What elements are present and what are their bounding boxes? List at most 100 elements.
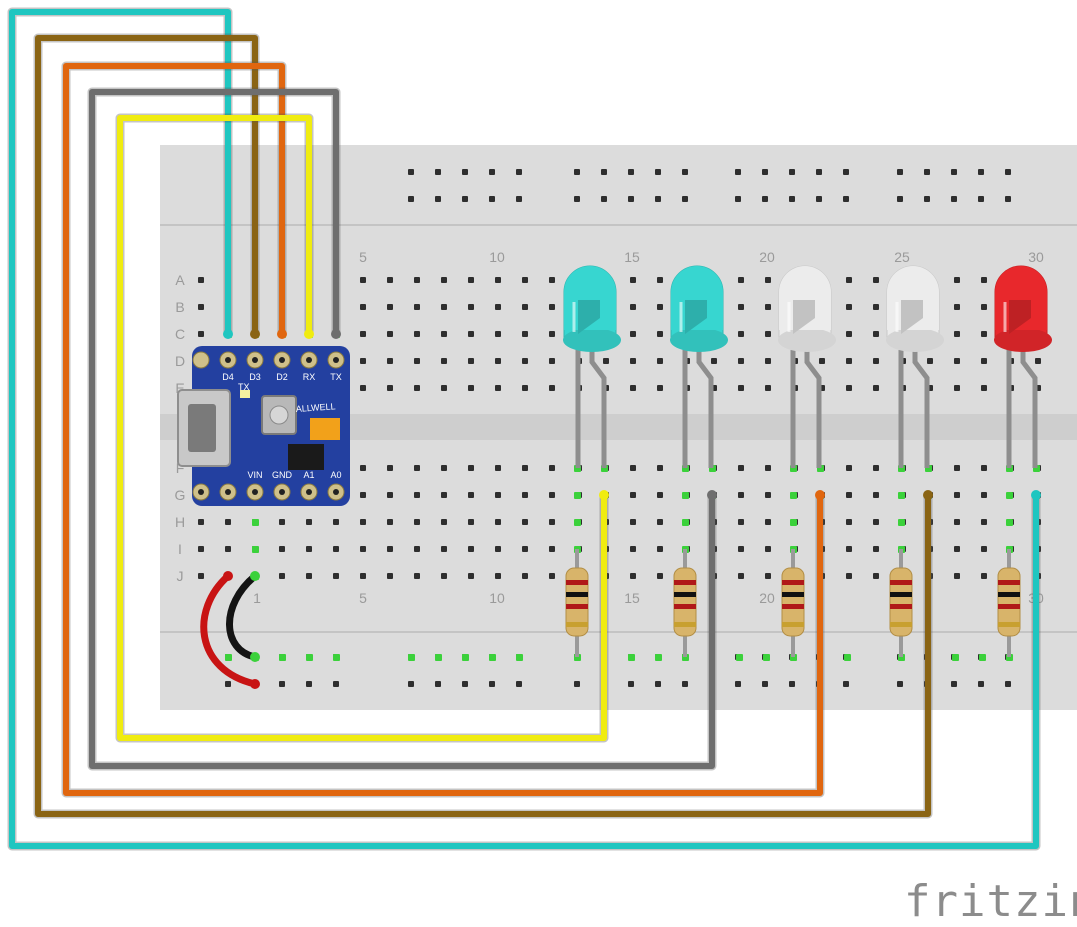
hole: [657, 546, 663, 552]
hole: [468, 492, 474, 498]
row-label: I: [178, 541, 182, 557]
hole: [682, 519, 689, 526]
column-number: 10: [489, 249, 505, 265]
row-label: C: [175, 326, 185, 342]
hole: [522, 331, 528, 337]
hole: [468, 519, 474, 525]
hole: [333, 573, 339, 579]
hole: [489, 681, 495, 687]
wire-red-end: [250, 679, 260, 689]
resistor-band: [782, 580, 804, 585]
led-leg: [912, 350, 930, 468]
board-pin-hole: [252, 357, 258, 363]
board-pin-hole: [333, 489, 339, 495]
hole: [441, 331, 447, 337]
hole: [981, 277, 987, 283]
hole: [873, 277, 879, 283]
hole: [225, 654, 232, 661]
resistor: [889, 549, 913, 657]
hole: [738, 331, 744, 337]
hole: [414, 465, 420, 471]
hole: [846, 277, 852, 283]
wire-gray: [89, 89, 715, 769]
hole: [981, 492, 987, 498]
hole: [978, 681, 984, 687]
hole: [549, 331, 555, 337]
led-anvil: [685, 300, 707, 334]
row-label: G: [175, 487, 186, 503]
hole: [360, 573, 366, 579]
column-number: 5: [359, 249, 367, 265]
hole: [738, 573, 744, 579]
led-body: [887, 266, 939, 330]
hole: [360, 277, 366, 283]
hole: [387, 358, 393, 364]
hole: [225, 681, 231, 687]
hole: [468, 385, 474, 391]
led-body: [671, 266, 723, 330]
hole: [873, 331, 879, 337]
hole: [927, 358, 933, 364]
hole: [408, 681, 414, 687]
hole: [655, 681, 661, 687]
hole: [462, 169, 468, 175]
hole: [360, 358, 366, 364]
resistor-band: [782, 604, 804, 609]
column-number: 20: [759, 249, 775, 265]
hole: [462, 196, 468, 202]
hole: [435, 169, 441, 175]
row-label: B: [175, 299, 184, 315]
board-pin-label: A0: [330, 470, 341, 480]
board-pin: [192, 351, 210, 369]
hole: [522, 277, 528, 283]
column-number: 1: [253, 590, 261, 606]
resistor-band: [890, 604, 912, 609]
hole: [789, 681, 795, 687]
hole: [630, 465, 636, 471]
wire-red-end: [223, 571, 233, 581]
hole: [981, 519, 987, 525]
board-pin-hole: [279, 489, 285, 495]
hole: [468, 546, 474, 552]
hole: [763, 654, 770, 661]
hole: [846, 385, 852, 391]
hole: [574, 519, 581, 526]
capacitor: [310, 418, 340, 440]
hole: [414, 492, 420, 498]
hole: [306, 519, 312, 525]
hole: [441, 304, 447, 310]
hole: [360, 492, 366, 498]
hole: [408, 169, 414, 175]
hole: [198, 277, 204, 283]
reset-button-cap: [269, 405, 289, 425]
wire-brown: [35, 35, 931, 817]
board-pin-label: GND: [272, 470, 293, 480]
resistor-band: [674, 592, 696, 597]
hole: [954, 546, 960, 552]
hole: [846, 331, 852, 337]
hole: [765, 492, 771, 498]
column-number: 10: [489, 590, 505, 606]
hole: [333, 654, 340, 661]
hole: [655, 169, 661, 175]
hole: [441, 573, 447, 579]
hole: [873, 573, 879, 579]
hole: [924, 169, 930, 175]
resistor: [673, 549, 697, 657]
led-anvil: [793, 300, 815, 334]
column-number: 25: [894, 249, 910, 265]
hole: [628, 196, 634, 202]
wire-yellow-end: [304, 329, 314, 339]
leds: [563, 265, 1052, 468]
smd-led: [240, 390, 250, 398]
hole: [981, 385, 987, 391]
board-mark-tx: TX: [238, 382, 250, 392]
hole: [735, 681, 741, 687]
hole: [846, 519, 852, 525]
hole: [736, 654, 743, 661]
resistors: [565, 549, 1021, 657]
hole: [738, 492, 744, 498]
row-label: H: [175, 514, 185, 530]
hole: [789, 196, 795, 202]
hole: [468, 358, 474, 364]
